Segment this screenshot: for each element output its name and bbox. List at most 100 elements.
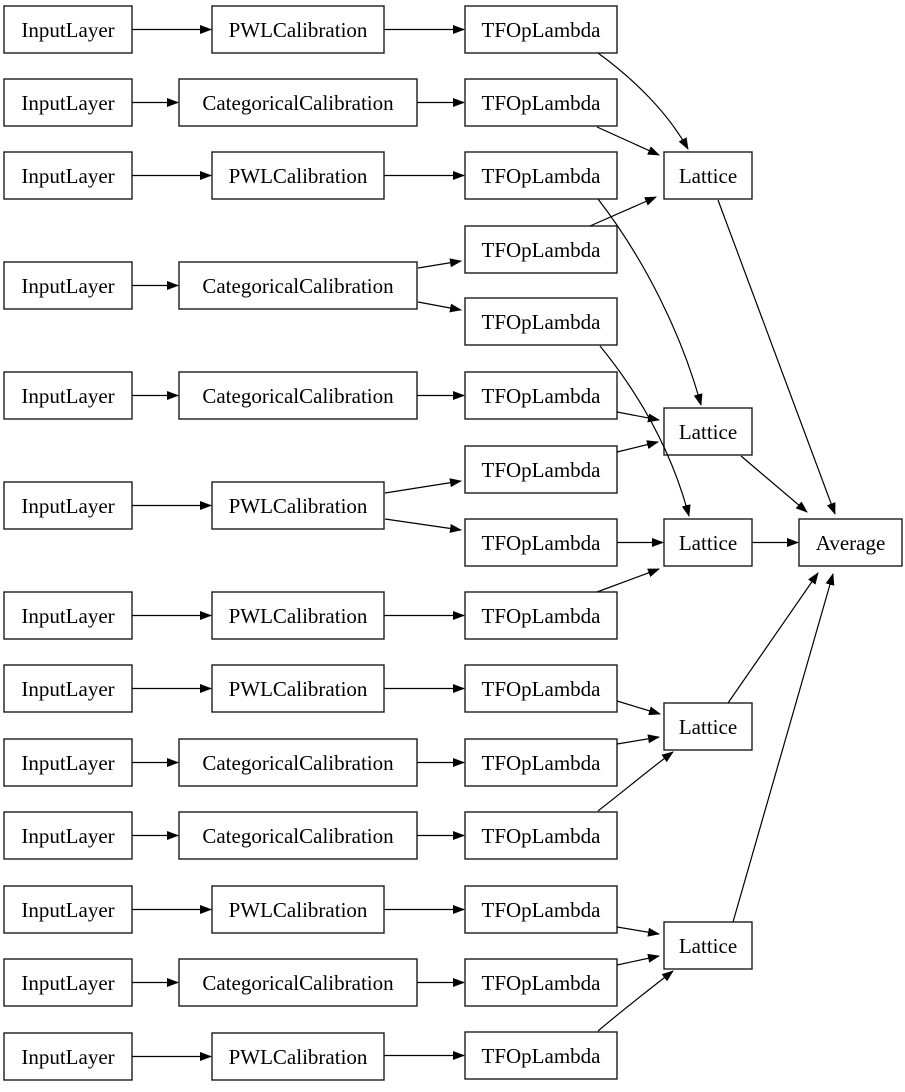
node-t1: TFOpLambda bbox=[464, 5, 618, 54]
node-box-t3 bbox=[464, 151, 618, 200]
node-box-il4 bbox=[3, 261, 133, 310]
node-label-il7: InputLayer bbox=[21, 604, 114, 628]
edge-cal4-t4 bbox=[417, 258, 462, 269]
node-label-t10: TFOpLambda bbox=[482, 677, 602, 701]
node-t3: TFOpLambda bbox=[464, 151, 618, 200]
node-box-t15 bbox=[464, 1031, 618, 1080]
edges-layer bbox=[132, 25, 836, 1061]
node-label-il11: InputLayer bbox=[21, 898, 114, 922]
node-box-t1 bbox=[464, 5, 618, 54]
node-label-t13: TFOpLambda bbox=[482, 898, 602, 922]
node-label-cal4: CategoricalCalibration bbox=[202, 274, 394, 298]
node-label-t11: TFOpLambda bbox=[482, 751, 602, 775]
node-cal10: CategoricalCalibration bbox=[178, 811, 418, 860]
node-label-t2: TFOpLambda bbox=[482, 91, 602, 115]
node-cal1: PWLCalibration bbox=[211, 5, 385, 54]
node-label-lat5: Lattice bbox=[679, 934, 737, 958]
edge-lat4-avg bbox=[727, 572, 819, 704]
node-label-t3: TFOpLambda bbox=[482, 164, 602, 188]
node-box-il8 bbox=[3, 664, 133, 713]
node-il7: InputLayer bbox=[3, 591, 133, 640]
node-t6: TFOpLambda bbox=[464, 371, 618, 420]
node-il4: InputLayer bbox=[3, 261, 133, 310]
node-box-lat5 bbox=[663, 921, 753, 970]
node-box-t6 bbox=[464, 371, 618, 420]
edge-t2-lat1 bbox=[596, 126, 660, 156]
node-box-cal6 bbox=[211, 481, 385, 530]
node-label-cal9: CategoricalCalibration bbox=[202, 751, 394, 775]
edge-t3-lat2 bbox=[597, 198, 703, 406]
node-label-cal7: PWLCalibration bbox=[229, 604, 368, 628]
node-label-cal12: CategoricalCalibration bbox=[202, 971, 394, 995]
node-box-t4 bbox=[464, 225, 618, 274]
node-t8: TFOpLambda bbox=[464, 518, 618, 567]
node-label-cal5: CategoricalCalibration bbox=[202, 384, 394, 408]
node-avg: Average bbox=[798, 518, 903, 567]
edge-t1-lat1 bbox=[597, 52, 689, 150]
node-t7: TFOpLambda bbox=[464, 445, 618, 494]
node-t11: TFOpLambda bbox=[464, 738, 618, 787]
node-box-t7 bbox=[464, 445, 618, 494]
edge-t5-lat3 bbox=[599, 345, 691, 517]
edge-t12-lat4 bbox=[597, 751, 674, 812]
node-box-il5 bbox=[3, 371, 133, 420]
node-label-il9: InputLayer bbox=[21, 751, 114, 775]
node-cal6: PWLCalibration bbox=[211, 481, 385, 530]
node-label-cal10: CategoricalCalibration bbox=[202, 824, 394, 848]
node-box-il1 bbox=[3, 5, 133, 54]
node-box-cal10 bbox=[178, 811, 418, 860]
node-box-t13 bbox=[464, 885, 618, 934]
node-lat1: Lattice bbox=[663, 151, 753, 200]
node-label-lat4: Lattice bbox=[679, 715, 737, 739]
node-box-cal5 bbox=[178, 371, 418, 420]
node-cal5: CategoricalCalibration bbox=[178, 371, 418, 420]
node-box-cal1 bbox=[211, 5, 385, 54]
node-box-t11 bbox=[464, 738, 618, 787]
node-t10: TFOpLambda bbox=[464, 664, 618, 713]
node-t12: TFOpLambda bbox=[464, 811, 618, 860]
node-box-cal12 bbox=[178, 958, 418, 1007]
node-cal7: PWLCalibration bbox=[211, 591, 385, 640]
node-label-t1: TFOpLambda bbox=[482, 18, 602, 42]
node-il6: InputLayer bbox=[3, 481, 133, 530]
node-label-il4: InputLayer bbox=[21, 274, 114, 298]
node-label-lat1: Lattice bbox=[679, 164, 737, 188]
node-label-t7: TFOpLambda bbox=[482, 458, 602, 482]
edge-lat2-avg bbox=[740, 455, 808, 513]
node-label-lat3: Lattice bbox=[679, 531, 737, 555]
node-t2: TFOpLambda bbox=[464, 78, 618, 127]
node-t5: TFOpLambda bbox=[464, 297, 618, 346]
node-cal4: CategoricalCalibration bbox=[178, 261, 418, 310]
node-t15: TFOpLambda bbox=[464, 1031, 618, 1080]
node-box-t5 bbox=[464, 297, 618, 346]
node-label-t12: TFOpLambda bbox=[482, 824, 602, 848]
node-t4: TFOpLambda bbox=[464, 225, 618, 274]
edge-cal4-t5 bbox=[417, 301, 462, 313]
node-box-t9 bbox=[464, 591, 618, 640]
node-il9: InputLayer bbox=[3, 738, 133, 787]
node-label-t4: TFOpLambda bbox=[482, 238, 602, 262]
node-label-il8: InputLayer bbox=[21, 677, 114, 701]
edge-t10-lat4 bbox=[616, 700, 661, 716]
node-box-cal2 bbox=[178, 78, 418, 127]
node-box-il13 bbox=[3, 1032, 133, 1081]
node-box-cal9 bbox=[178, 738, 418, 787]
node-il10: InputLayer bbox=[3, 811, 133, 860]
node-cal12: CategoricalCalibration bbox=[178, 958, 418, 1007]
node-box-t14 bbox=[464, 958, 618, 1007]
node-box-avg bbox=[798, 518, 903, 567]
node-box-lat1 bbox=[663, 151, 753, 200]
node-label-lat2: Lattice bbox=[679, 420, 737, 444]
node-cal11: PWLCalibration bbox=[211, 885, 385, 934]
node-label-t15: TFOpLambda bbox=[482, 1044, 602, 1068]
node-box-cal13 bbox=[211, 1032, 385, 1081]
node-cal3: PWLCalibration bbox=[211, 151, 385, 200]
node-label-il3: InputLayer bbox=[21, 164, 114, 188]
edge-t11-lat4 bbox=[616, 734, 660, 745]
node-label-il2: InputLayer bbox=[21, 91, 114, 115]
node-label-cal8: PWLCalibration bbox=[229, 677, 368, 701]
node-il5: InputLayer bbox=[3, 371, 133, 420]
node-label-il6: InputLayer bbox=[21, 494, 114, 518]
node-t9: TFOpLambda bbox=[464, 591, 618, 640]
